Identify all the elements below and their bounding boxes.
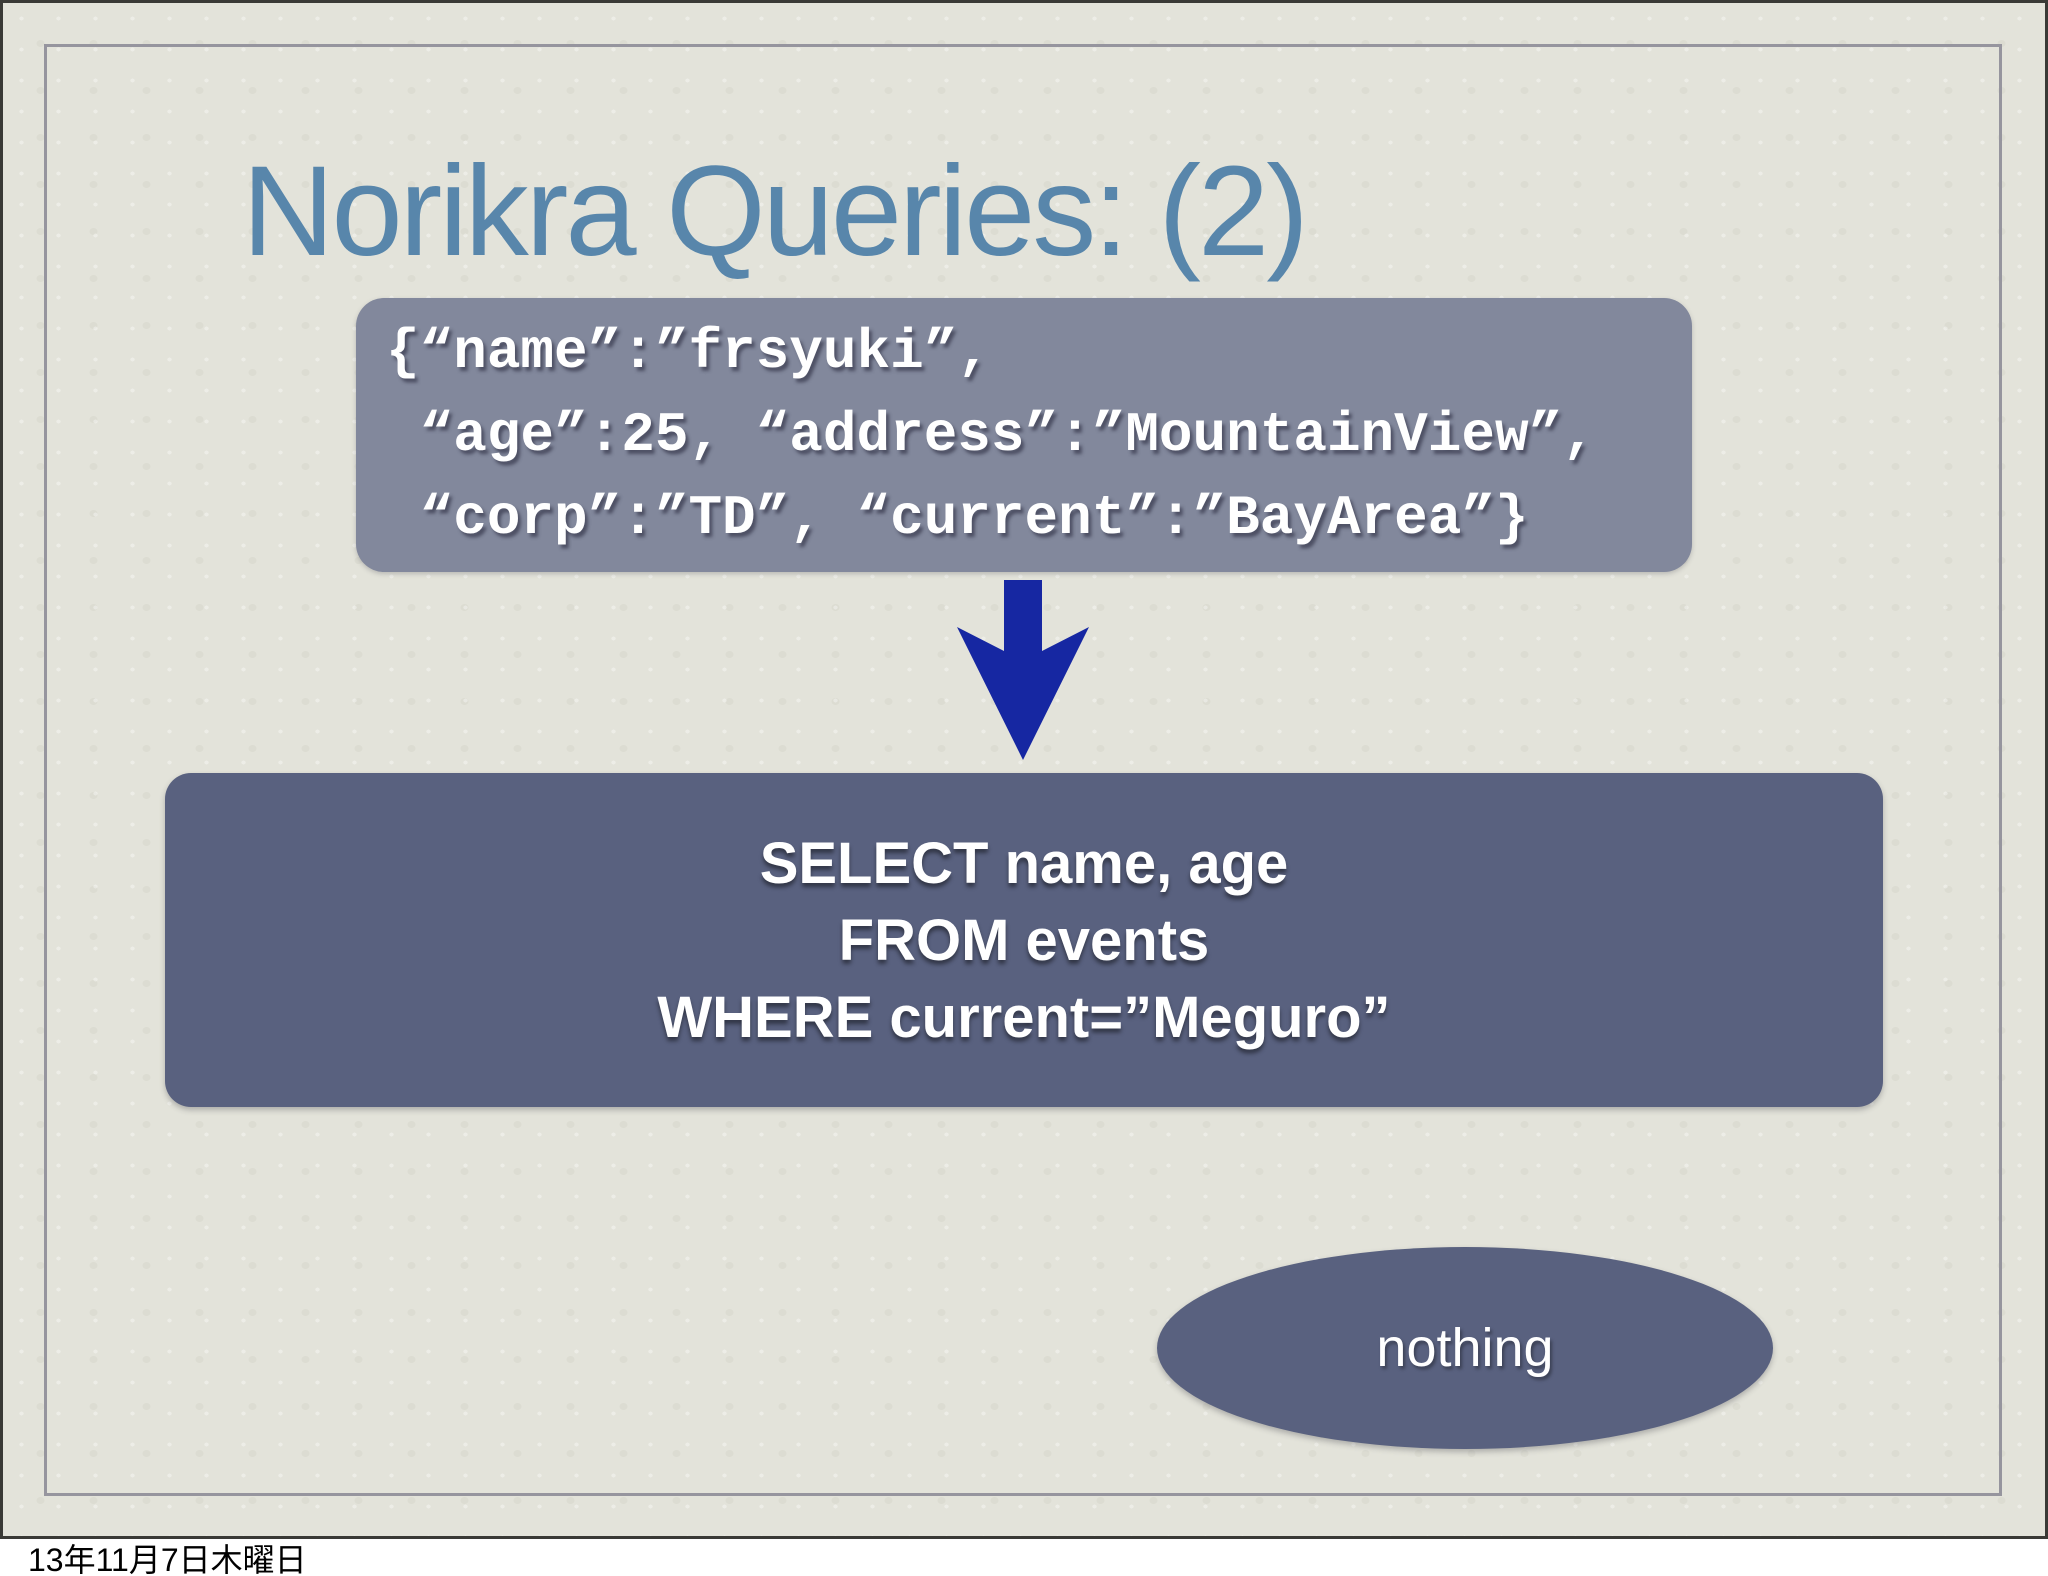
- event-json-box: {“name”:”frsyuki”, “age”:25, “address”:”…: [356, 298, 1692, 572]
- slide-title: Norikra Queries: (2): [242, 139, 1309, 283]
- result-label: nothing: [1376, 1318, 1554, 1378]
- footer-bar: 13年11月7日木曜日: [0, 1539, 2048, 1576]
- event-json-line: “corp”:”TD”, “current”:”BayArea”}: [386, 486, 1529, 550]
- query-box: SELECT name, age FROM events WHERE curre…: [165, 773, 1883, 1107]
- query-line-select: SELECT name, age: [759, 830, 1289, 896]
- query-line-from: FROM events: [838, 907, 1210, 973]
- slide-border-frame: [44, 44, 2002, 1496]
- slide-canvas: [0, 0, 2048, 1539]
- event-json-line: “age”:25, “address”:”MountainView”,: [386, 403, 1596, 467]
- result-ellipse: nothing: [1157, 1247, 1773, 1449]
- event-json-line: {“name”:”frsyuki”,: [386, 320, 991, 384]
- footer-date: 13年11月7日木曜日: [28, 1541, 307, 1576]
- query-line-where: WHERE current=”Meguro”: [657, 984, 1391, 1050]
